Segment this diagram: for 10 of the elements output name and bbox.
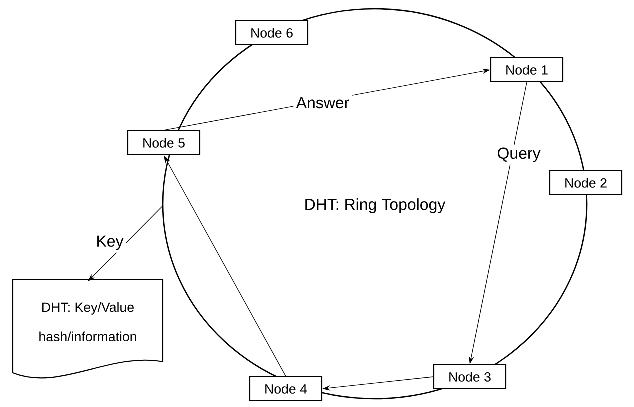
node-box: Node 2: [549, 170, 623, 196]
edge-label: Query: [498, 148, 541, 162]
node-box: Node 6: [235, 20, 309, 46]
node-box: Node 1: [490, 57, 564, 83]
node-box: Node 5: [127, 130, 201, 156]
node-box: Node 4: [249, 376, 323, 402]
edge-label: Key: [98, 236, 124, 250]
node-box: Node 3: [433, 364, 507, 390]
edge-label: Answer: [296, 97, 350, 109]
ring-label: DHT: Ring Topology: [306, 198, 446, 214]
